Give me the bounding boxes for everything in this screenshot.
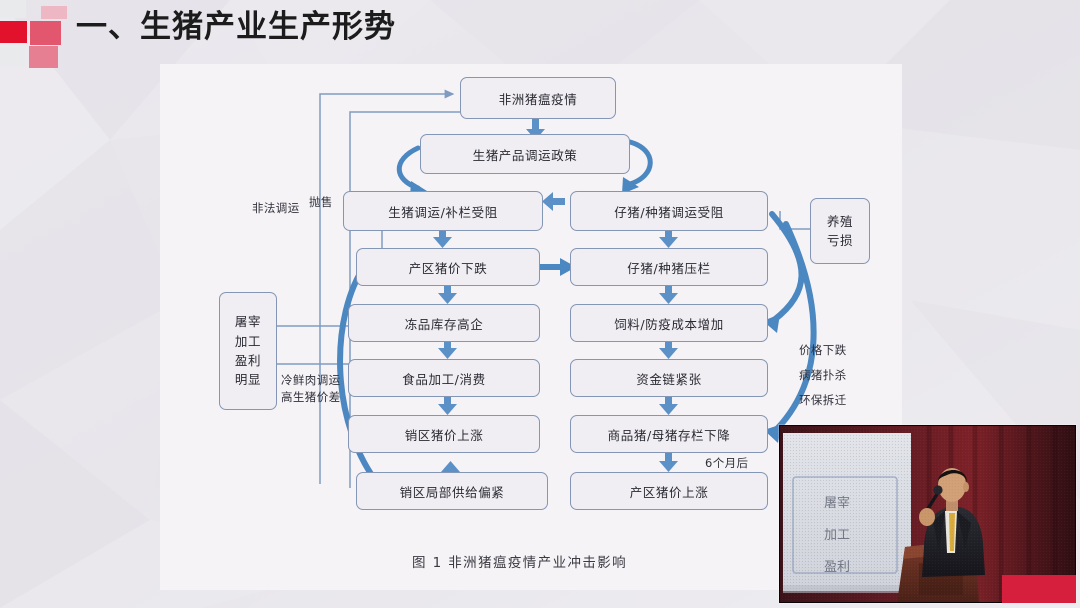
node-box[interactable]: 销区猪价上涨 — [348, 415, 540, 453]
decor-square-1 — [0, 21, 27, 43]
figure-caption: 图 1 非洲猪瘟疫情产业冲击影响 — [412, 555, 628, 571]
node-box[interactable]: 冻品库存高企 — [348, 304, 540, 342]
edge-label: 环保拆迁 — [799, 393, 847, 407]
decor-square-2 — [30, 21, 61, 45]
side-node-line: 亏损 — [826, 233, 854, 248]
node-box[interactable]: 饲料/防疫成本增加 — [570, 304, 768, 342]
decor-square-5 — [0, 46, 26, 66]
node-label: 饲料/防疫成本增加 — [614, 316, 724, 332]
node-box[interactable]: 产区猪价下跌 — [356, 248, 540, 286]
node-box[interactable]: 商品猪/母猪存栏下降 — [570, 415, 768, 453]
node-label: 商品猪/母猪存栏下降 — [607, 427, 731, 443]
side-node-line: 养殖 — [826, 213, 854, 229]
node-label: 冻品库存高企 — [404, 316, 484, 332]
node-box[interactable]: 销区局部供给偏紧 — [356, 472, 548, 510]
node-label: 销区局部供给偏紧 — [399, 484, 505, 500]
node-label: 产区猪价上涨 — [629, 484, 709, 500]
node-box[interactable]: 产区猪价上涨 — [570, 472, 768, 510]
node-box[interactable]: 仔猪/种猪调运受阻 — [570, 191, 768, 231]
node-label: 资金链紧张 — [636, 371, 702, 387]
edge-label: 价格下跌 — [799, 343, 847, 357]
node-box[interactable]: 非洲猪瘟疫情 — [460, 77, 616, 119]
decor-square-3 — [41, 6, 67, 19]
side-node-box[interactable]: 屠宰 加工 盈利 明显 — [219, 292, 277, 410]
side-node-box[interactable]: 养殖 亏损 — [810, 198, 870, 264]
node-box[interactable]: 仔猪/种猪压栏 — [570, 248, 768, 286]
edge-label: 非法调运 — [252, 201, 300, 215]
edge-label: 6个月后 — [705, 456, 749, 470]
node-label: 销区猪价上涨 — [404, 427, 484, 443]
node-box[interactable]: 生猪调运/补栏受阻 — [343, 191, 543, 231]
node-label: 生猪产品调运政策 — [472, 147, 578, 163]
side-node-line: 加工 — [234, 333, 262, 349]
edge-label: 高生猪价差 — [281, 390, 341, 404]
side-node-line: 明显 — [234, 372, 262, 388]
edge-label: 病猪扑杀 — [799, 368, 847, 382]
presenter-video-frame: 屠宰 加工 盈利 — [779, 425, 1076, 603]
video-red-accent — [1002, 575, 1076, 603]
page-title: 一、生猪产业生产形势 — [76, 9, 396, 45]
node-label: 食品加工/消费 — [402, 371, 486, 387]
node-box[interactable]: 食品加工/消费 — [348, 359, 540, 397]
side-node-line: 盈利 — [234, 353, 262, 368]
node-label: 非洲猪瘟疫情 — [498, 91, 578, 107]
flow-diagram: 非洲猪瘟疫情 生猪产品调运政策 生猪调运/补栏受阻 仔猪/种猪调运受阻 产区猪价… — [160, 64, 902, 590]
edge-label: 抛售 — [309, 195, 333, 209]
decor-square-4 — [29, 46, 58, 68]
node-label: 生猪调运/补栏受阻 — [388, 204, 498, 220]
edge-label: 冷鲜肉调运 — [281, 373, 341, 387]
node-label: 仔猪/种猪压栏 — [627, 260, 711, 276]
node-label: 产区猪价下跌 — [408, 260, 488, 276]
slide-header: 一、生猪产业生产形势 — [0, 0, 1080, 68]
node-box[interactable]: 资金链紧张 — [570, 359, 768, 397]
presenter-video-overlay[interactable]: 屠宰 加工 盈利 — [779, 425, 1076, 603]
side-node-line: 屠宰 — [234, 314, 262, 330]
node-box[interactable]: 生猪产品调运政策 — [420, 134, 630, 174]
decor-square-6 — [0, 0, 26, 18]
node-label: 仔猪/种猪调运受阻 — [614, 204, 724, 220]
